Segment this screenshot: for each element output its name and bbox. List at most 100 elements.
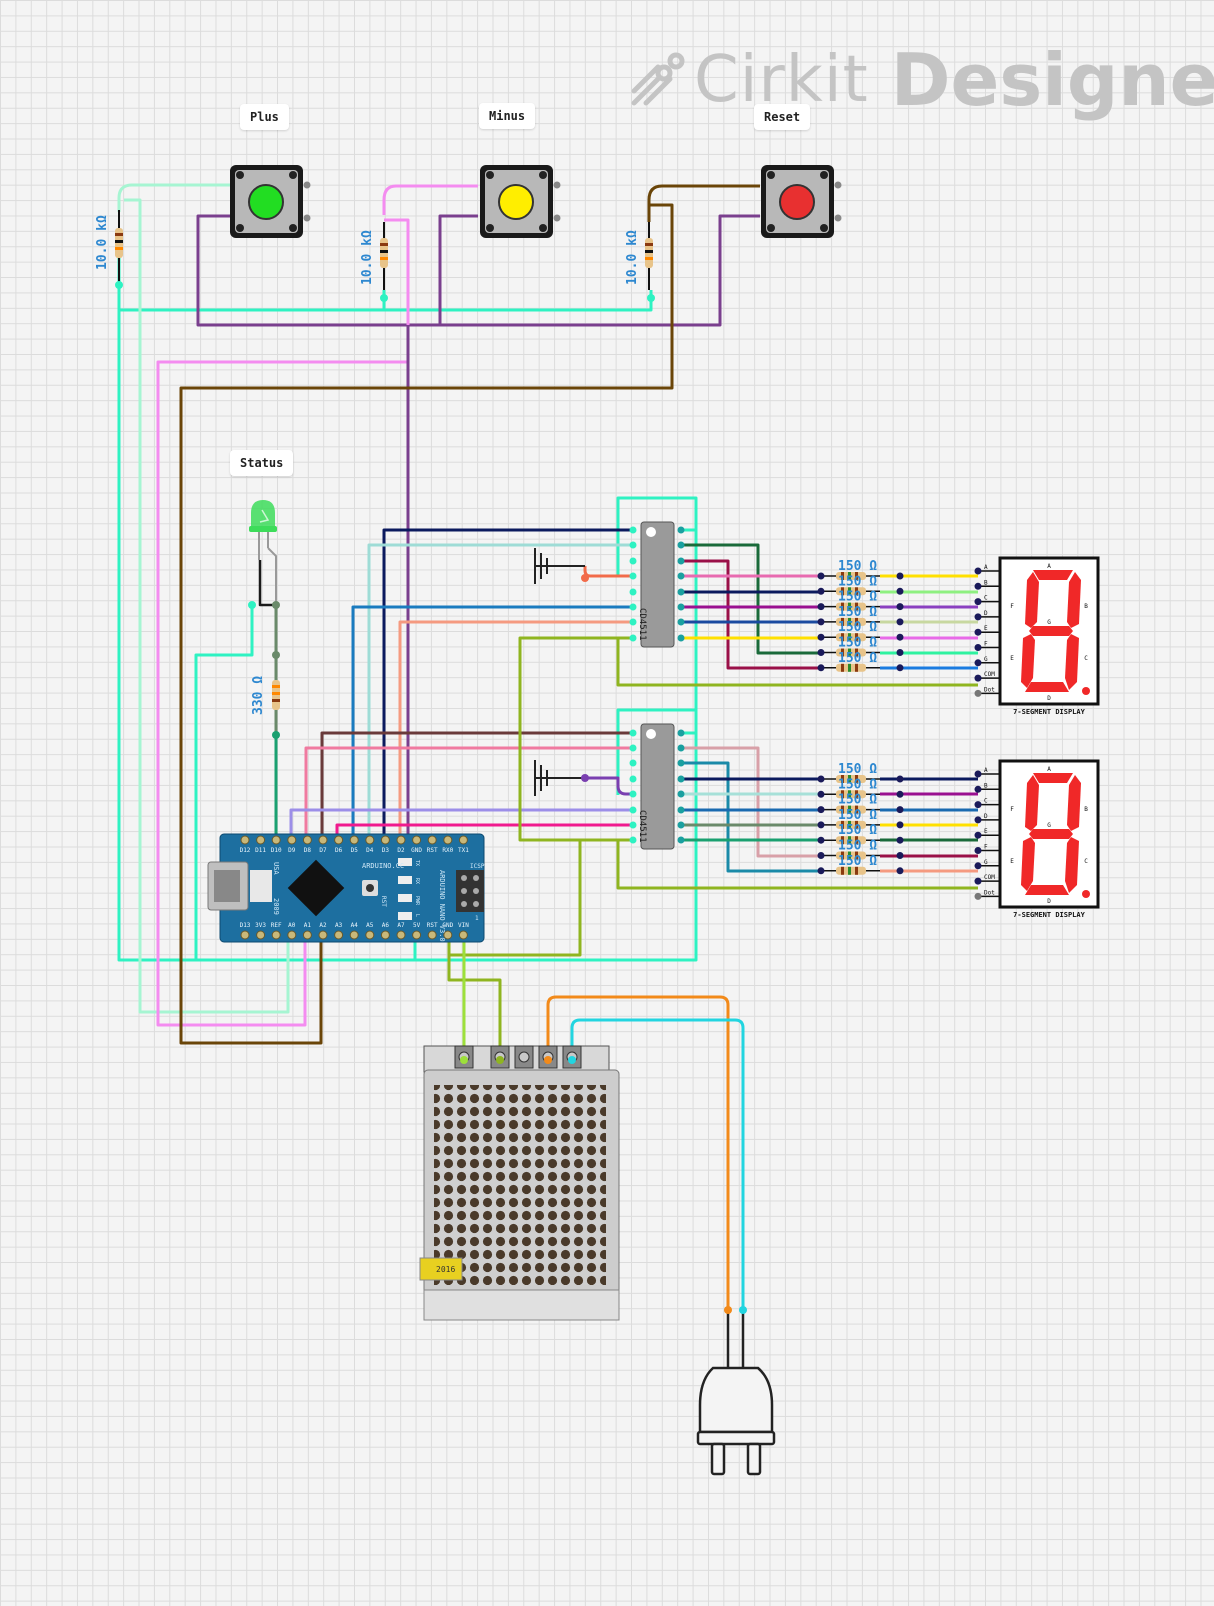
status-led [249,500,277,605]
resistor-node [896,649,904,656]
resistor-node [817,587,825,595]
arduino-pin-label: 3V3 [255,922,266,929]
display-pin-label: A [984,767,988,774]
resistor-node [896,821,904,829]
resistor-node [817,572,825,580]
resistor-band [848,602,851,611]
ic-pin [629,729,637,737]
resistor-band [848,633,851,642]
ic-pin [629,806,637,814]
resistor-node [817,603,825,611]
display-pin-label: F [984,641,988,648]
led-resistor: 330 Ω [251,676,280,715]
wire-junction [568,1056,576,1064]
reset-button-cap[interactable] [779,184,815,220]
resistor-node [817,649,825,656]
resistor-node [817,618,825,626]
ic1-label: CD4511 [637,608,647,641]
ic-pin [677,821,685,829]
arduino-pin [334,835,344,845]
resistor-band [841,820,844,829]
resistor-band [848,775,851,783]
arduino-pin-label: D9 [288,847,296,854]
mains-plug [696,1310,776,1476]
minus-button-cap[interactable] [498,184,534,220]
arduino-model-text: ARDUINO NANO V3.0 [438,870,446,942]
arduino-pin [271,930,281,940]
plus-button-cap[interactable] [248,184,284,220]
pushbutton-minus[interactable] [480,165,561,238]
arduino-pin-label: GND [442,922,453,929]
resistor-node [896,603,904,611]
arduino-pin-label: A0 [288,922,296,929]
wire-junction [460,1056,468,1064]
pink-a1-wire [156,218,410,1027]
arduino-pin-label: D2 [397,847,405,854]
display-pin-label: C [984,595,988,602]
segment-letter: F [1010,603,1014,610]
segment-f [1025,775,1039,831]
resistor-band [855,851,858,860]
segment-resistor-value: 150 Ω [838,808,877,823]
segment-resistor-value: 150 Ω [838,605,877,620]
display-pin [974,582,982,590]
arduino-pin-label: TX1 [458,847,469,854]
segment-d [1025,682,1069,692]
display-title: 7-SEGMENT DISPLAY [1013,708,1085,716]
ic-pin [629,744,637,752]
aqua-mains-wire [570,1018,745,1310]
ic-pin [629,603,637,611]
resistor-band [841,587,844,596]
arduino-pin [302,835,312,845]
ic-pin [677,588,685,596]
pushbutton-plus[interactable] [230,165,311,238]
ic-pin [629,572,637,580]
segment-resistor-value: 150 Ω [838,574,877,589]
arduino-pin [380,835,390,845]
resistor-band [855,648,858,657]
display-pin [974,862,982,870]
arduino-pin [427,835,437,845]
display-pin-label: E [984,625,988,632]
ic-pin [629,526,637,534]
resistor-band [848,836,851,845]
psu-terminal-screw [518,1051,530,1063]
ic-pin [629,618,637,626]
wire-junction [272,601,280,609]
green-ic1-out [681,543,821,655]
resistor-node [896,790,904,798]
purple-button-wire [196,214,760,327]
resistor-node [896,852,904,859]
resistor-node [896,836,904,844]
display-pin [974,628,982,636]
segment-resistor-value: 150 Ω [838,823,877,838]
segment-resistor-value: 150 Ω [838,590,877,605]
arduino-pin [287,930,297,940]
pushbutton-reset[interactable] [761,165,842,238]
ic-pin [629,775,637,783]
segment-c [1065,634,1079,690]
segment-dot [1082,687,1090,695]
segment-c [1065,837,1079,893]
resistor-band [841,602,844,611]
ground-symbol-2 [534,760,585,796]
arduino-pin [302,930,312,940]
display-pin [974,785,982,793]
display-pin-label: Dot [984,889,995,896]
icsp-pin [461,901,467,907]
wire-junction [581,774,589,782]
display-pin [974,567,982,575]
arduino-pin [349,835,359,845]
resistor-band [841,572,844,580]
arduino-brand-text: ARDUINO.CC [362,862,404,870]
resistor-band [848,572,851,580]
resistor-node [817,806,825,814]
ic-pin [629,588,637,596]
darkbrown-d7-wire [320,731,633,840]
display-pin [974,598,982,606]
power-supply: 2016 [419,1045,620,1321]
resistor-node [896,572,904,580]
arduino-pin-label: RST [427,922,438,929]
display-title: 7-SEGMENT DISPLAY [1013,911,1085,919]
display-pin [974,816,982,824]
